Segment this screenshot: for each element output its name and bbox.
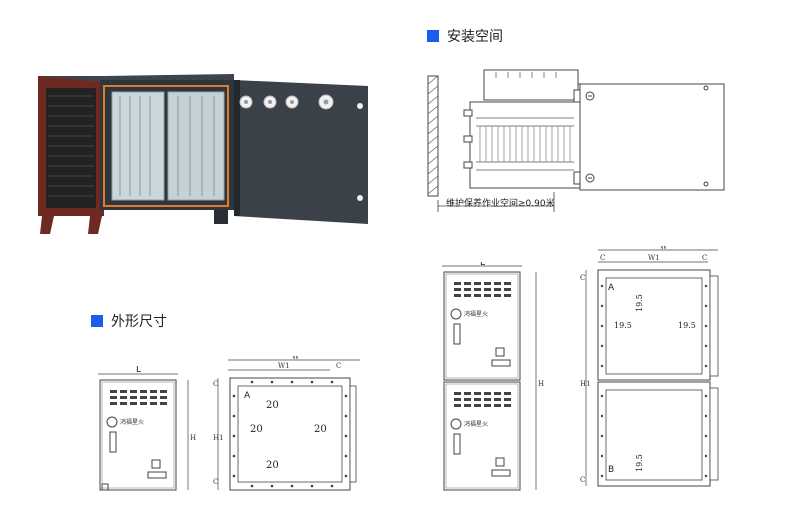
top-c-label: C — [213, 380, 218, 388]
edge-c-label-right: C — [702, 254, 707, 262]
edge-c-label: C — [336, 362, 341, 370]
install-space-diagram — [427, 69, 725, 212]
inner-height-label: H1 — [213, 434, 224, 442]
outer-dimensions-heading: 外形尺寸 — [91, 311, 167, 331]
single-unit-front-view: L 鸿福星火 H — [98, 366, 196, 491]
margin-bottom-label: 20 — [266, 460, 279, 471]
install-space-heading: 安装空间 — [427, 26, 503, 46]
corner-a-label: A — [244, 391, 251, 401]
install-space-title: 安装空间 — [447, 29, 503, 45]
front-width-label: L — [480, 262, 485, 268]
double-unit-front-view: L 鸿福星火 鸿福星火 H — [442, 262, 544, 491]
margin-left-label: 20 — [250, 424, 263, 435]
inner-width-label: W1 — [648, 254, 660, 262]
corner-a-label: A — [608, 283, 615, 293]
single-unit-side-view: W W1 C A 20 20 20 20 C H1 C — [213, 356, 360, 491]
height-label: H — [538, 380, 544, 388]
brand-logo-text: 鸿福星火 — [120, 418, 144, 426]
brand-logo-text: 鸿福星火 — [464, 310, 488, 318]
margin-right-label: 19.5 — [678, 321, 696, 330]
double-unit-side-view: W C W1 C A 19.5 19.5 19.5 B 19.5 C H1 C — [580, 246, 719, 487]
top-c-label: C — [580, 274, 585, 282]
bottom-c-label: C — [580, 476, 585, 484]
margin-right-label: 20 — [314, 424, 327, 435]
bullet-square-icon — [427, 30, 439, 42]
height-label: H — [190, 434, 196, 442]
margin-left-label: 19.5 — [614, 321, 632, 330]
outer-dimensions-title: 外形尺寸 — [111, 314, 167, 330]
margin-bottom-label: 19.5 — [635, 454, 644, 472]
corner-b-label: B — [608, 465, 614, 475]
maintenance-space-note: 维护保养作业空间≥0.90米 — [446, 199, 555, 209]
front-width-label: L — [136, 366, 141, 375]
inner-height-label: H1 — [580, 380, 591, 388]
edge-c-label-left: C — [600, 254, 605, 262]
product-photo — [38, 74, 368, 234]
inner-width-label: W1 — [278, 362, 290, 370]
bottom-c-label: C — [213, 478, 218, 486]
brand-logo-text-lower: 鸿福星火 — [464, 420, 488, 428]
margin-top-label: 19.5 — [635, 294, 644, 312]
total-width-label: W — [292, 356, 300, 361]
bullet-square-icon — [91, 315, 103, 327]
margin-top-label: 20 — [266, 400, 279, 411]
total-width-label: W — [660, 246, 668, 251]
